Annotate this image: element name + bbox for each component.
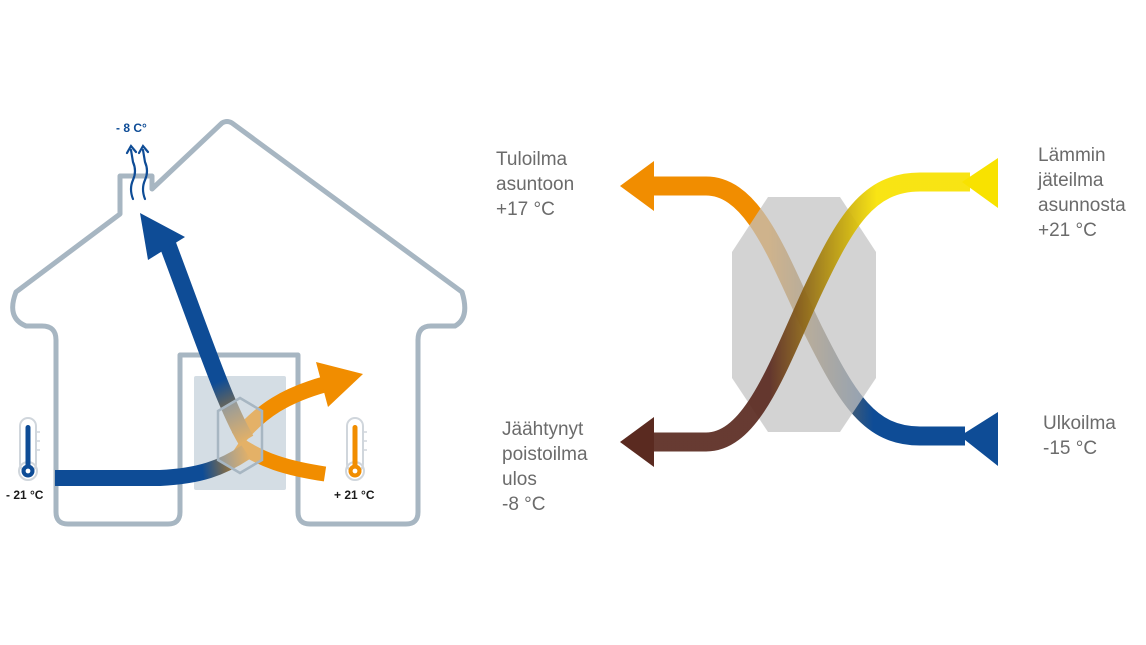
supply-air-outlet-arrowhead xyxy=(620,161,654,211)
exhaust-air-outlet-arrowhead xyxy=(620,417,654,467)
supply-air-label: Tuloilma asuntoon +17 °C xyxy=(496,149,575,220)
house-extract-air-arrow xyxy=(233,437,327,482)
outside-temperature: - 21 °C xyxy=(6,488,44,502)
inside-temperature: + 21 °C xyxy=(334,488,375,502)
extract-air-inlet-arrowhead xyxy=(962,158,998,208)
exhaust-air-flow-arrow xyxy=(648,172,970,452)
chimney-temperature: - 8 C° xyxy=(116,121,147,135)
house-exhaust-air-arrow xyxy=(158,236,254,445)
house-outdoor-air-arrow xyxy=(55,445,251,486)
extract-air-label: Lämmin jäteilma asunnosta +21 °C xyxy=(1038,145,1126,241)
exhaust-air-label: Jäähtynyt poistoilma ulos -8 °C xyxy=(502,419,588,515)
house-heat-exchanger xyxy=(216,396,264,475)
outdoor-air-label: Ulkoilma -15 °C xyxy=(1043,413,1116,459)
thermometer-cold-icon xyxy=(18,417,40,481)
heat-waves-icon xyxy=(125,144,150,201)
thermometer-warm-icon xyxy=(345,417,367,481)
house-supply-air-arrowhead xyxy=(316,362,363,407)
house-outline xyxy=(10,119,468,527)
house-exhaust-air-arrowhead xyxy=(140,213,185,260)
outdoor-air-inlet-arrowhead xyxy=(960,412,998,466)
